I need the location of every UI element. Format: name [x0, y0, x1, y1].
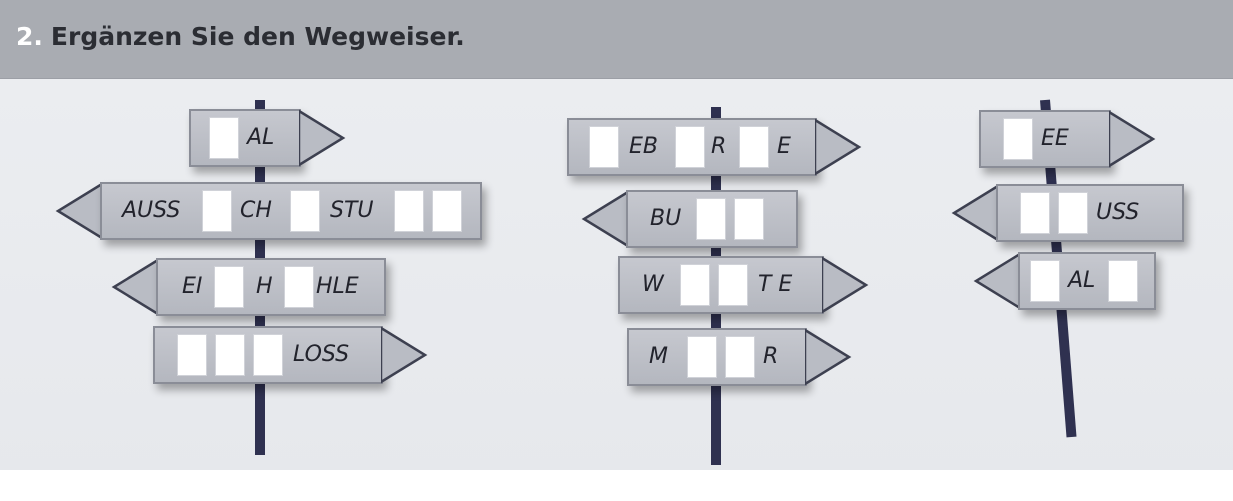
blank-box[interactable] — [253, 334, 283, 376]
sign-board — [156, 258, 386, 316]
blank-box[interactable] — [202, 190, 232, 232]
arrow-right-icon — [822, 256, 870, 314]
exercise-title: 2.Ergänzen Sie den Wegweiser. — [16, 22, 465, 51]
sign: EI H HLE — [110, 258, 386, 316]
sign: AUSS CH STU — [54, 182, 482, 240]
blank-box[interactable] — [1003, 118, 1033, 160]
sign: USS — [950, 184, 1184, 242]
word-fragment: AL — [1068, 268, 1096, 293]
blank-box[interactable] — [687, 336, 717, 378]
exercise-number: 2. — [16, 22, 43, 51]
arrow-left-icon — [972, 252, 1020, 310]
blank-box[interactable] — [696, 198, 726, 240]
blank-box[interactable] — [394, 190, 424, 232]
blank-box[interactable] — [1020, 192, 1050, 234]
sign: W T E — [618, 256, 870, 314]
arrow-left-icon — [110, 258, 158, 316]
sign: BU — [580, 190, 798, 248]
exercise-header: 2.Ergänzen Sie den Wegweiser. — [0, 0, 1233, 79]
word-fragment: W — [642, 272, 664, 297]
word-fragment: AL — [247, 125, 275, 150]
word-fragment: H — [256, 274, 273, 299]
blank-box[interactable] — [718, 264, 748, 306]
blank-box[interactable] — [290, 190, 320, 232]
word-fragment: EI — [182, 274, 203, 299]
arrow-right-icon — [805, 328, 853, 386]
word-fragment: HLE — [316, 274, 359, 299]
sign: EB R E — [567, 118, 863, 176]
word-fragment: E — [777, 134, 791, 159]
word-fragment: R — [763, 344, 779, 369]
word-fragment: T E — [758, 272, 793, 297]
arrow-right-icon — [815, 118, 863, 176]
sign: LOSS — [153, 326, 429, 384]
arrow-left-icon — [54, 182, 102, 240]
blank-box[interactable] — [734, 198, 764, 240]
blank-box[interactable] — [1058, 192, 1088, 234]
sign: AL — [972, 252, 1156, 310]
arrow-left-icon — [950, 184, 998, 242]
page-margin — [0, 470, 1233, 501]
word-fragment: AUSS — [122, 198, 181, 223]
sign-board — [979, 110, 1111, 168]
blank-box[interactable] — [1030, 260, 1060, 302]
blank-box[interactable] — [177, 334, 207, 376]
word-fragment: BU — [650, 206, 682, 231]
sign-board — [189, 109, 301, 167]
blank-box[interactable] — [739, 126, 769, 168]
word-fragment: LOSS — [293, 342, 350, 367]
blank-box[interactable] — [209, 117, 239, 159]
arrow-left-icon — [580, 190, 628, 248]
blank-box[interactable] — [725, 336, 755, 378]
arrow-right-icon — [299, 109, 347, 167]
arrow-right-icon — [1109, 110, 1157, 168]
word-fragment: USS — [1096, 200, 1140, 225]
blank-box[interactable] — [675, 126, 705, 168]
word-fragment: STU — [330, 198, 374, 223]
sign: EE — [979, 110, 1157, 168]
blank-box[interactable] — [680, 264, 710, 306]
blank-box[interactable] — [214, 266, 244, 308]
word-fragment: M — [649, 344, 668, 369]
word-fragment: R — [711, 134, 727, 159]
blank-box[interactable] — [1108, 260, 1138, 302]
arrow-right-icon — [381, 326, 429, 384]
sign: AL — [189, 109, 349, 167]
blank-box[interactable] — [589, 126, 619, 168]
blank-box[interactable] — [432, 190, 462, 232]
word-fragment: CH — [240, 198, 272, 223]
blank-box[interactable] — [215, 334, 245, 376]
sign: M R — [627, 328, 853, 386]
word-fragment: EE — [1041, 126, 1069, 151]
word-fragment: EB — [629, 134, 658, 159]
exercise-instruction: Ergänzen Sie den Wegweiser. — [50, 22, 465, 51]
blank-box[interactable] — [284, 266, 314, 308]
